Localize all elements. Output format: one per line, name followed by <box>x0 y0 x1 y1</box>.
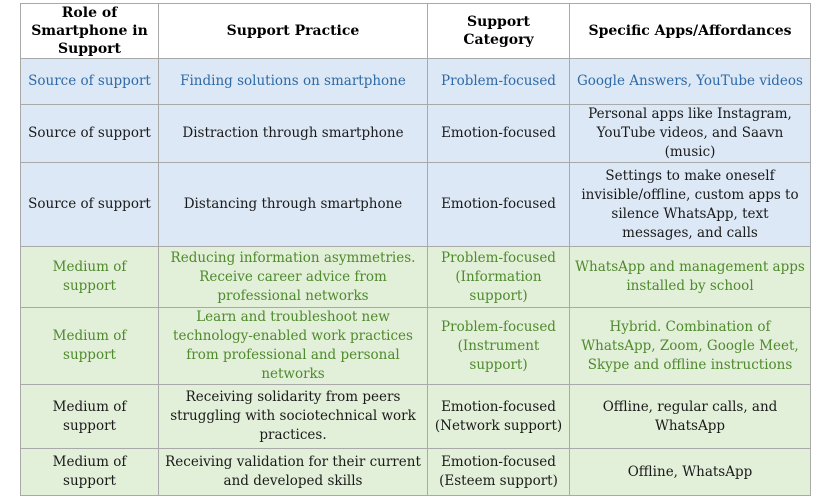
cell-category: Emotion-focused (Network support) <box>427 384 570 449</box>
cell-apps: Offline, WhatsApp <box>569 448 811 496</box>
header-category: Support Category <box>427 3 570 59</box>
table-row: Medium of support Reducing information a… <box>20 246 811 308</box>
cell-practice: Distancing through smartphone <box>158 162 428 247</box>
cell-practice: Finding solutions on smartphone <box>158 58 428 105</box>
header-apps: Specific Apps/Affordances <box>569 3 811 59</box>
cell-practice: Receiving solidarity from peers struggli… <box>158 384 428 449</box>
cell-apps: Offline, regular calls, and WhatsApp <box>569 384 811 449</box>
cell-apps: WhatsApp and management apps installed b… <box>569 246 811 308</box>
cell-role: Medium of support <box>20 246 159 308</box>
cell-role: Source of support <box>20 104 159 163</box>
cell-apps: Settings to make oneself invisible/offli… <box>569 162 811 247</box>
cell-category: Emotion-focused <box>427 162 570 247</box>
cell-apps: Personal apps like Instagram, YouTube vi… <box>569 104 811 163</box>
cell-practice: Reducing information asymmetries. Receiv… <box>158 246 428 308</box>
table-header-row: Role of Smartphone in Support Support Pr… <box>20 3 811 59</box>
table-row: Medium of support Learn and troubleshoot… <box>20 307 811 385</box>
cell-category: Problem-focused (Information support) <box>427 246 570 308</box>
cell-role: Source of support <box>20 162 159 247</box>
header-practice: Support Practice <box>158 3 428 59</box>
header-role: Role of Smartphone in Support <box>20 3 159 59</box>
cell-role: Medium of support <box>20 448 159 496</box>
table-row: Source of support Distraction through sm… <box>20 104 811 163</box>
cell-role: Source of support <box>20 58 159 105</box>
cell-practice: Receiving validation for their current a… <box>158 448 428 496</box>
support-table: Role of Smartphone in Support Support Pr… <box>20 3 811 496</box>
cell-category: Problem-focused (Instrument support) <box>427 307 570 385</box>
table-row: Medium of support Receiving solidarity f… <box>20 384 811 449</box>
table-row: Medium of support Receiving validation f… <box>20 448 811 496</box>
cell-practice: Learn and troubleshoot new technology-en… <box>158 307 428 385</box>
cell-category: Problem-focused <box>427 58 570 105</box>
cell-apps: Google Answers, YouTube videos <box>569 58 811 105</box>
table-row: Source of support Distancing through sma… <box>20 162 811 247</box>
cell-practice: Distraction through smartphone <box>158 104 428 163</box>
cell-apps: Hybrid. Combination of WhatsApp, Zoom, G… <box>569 307 811 385</box>
table-row: Source of support Finding solutions on s… <box>20 58 811 105</box>
cell-role: Medium of support <box>20 384 159 449</box>
cell-category: Emotion-focused (Esteem support) <box>427 448 570 496</box>
cell-category: Emotion-focused <box>427 104 570 163</box>
cell-role: Medium of support <box>20 307 159 385</box>
